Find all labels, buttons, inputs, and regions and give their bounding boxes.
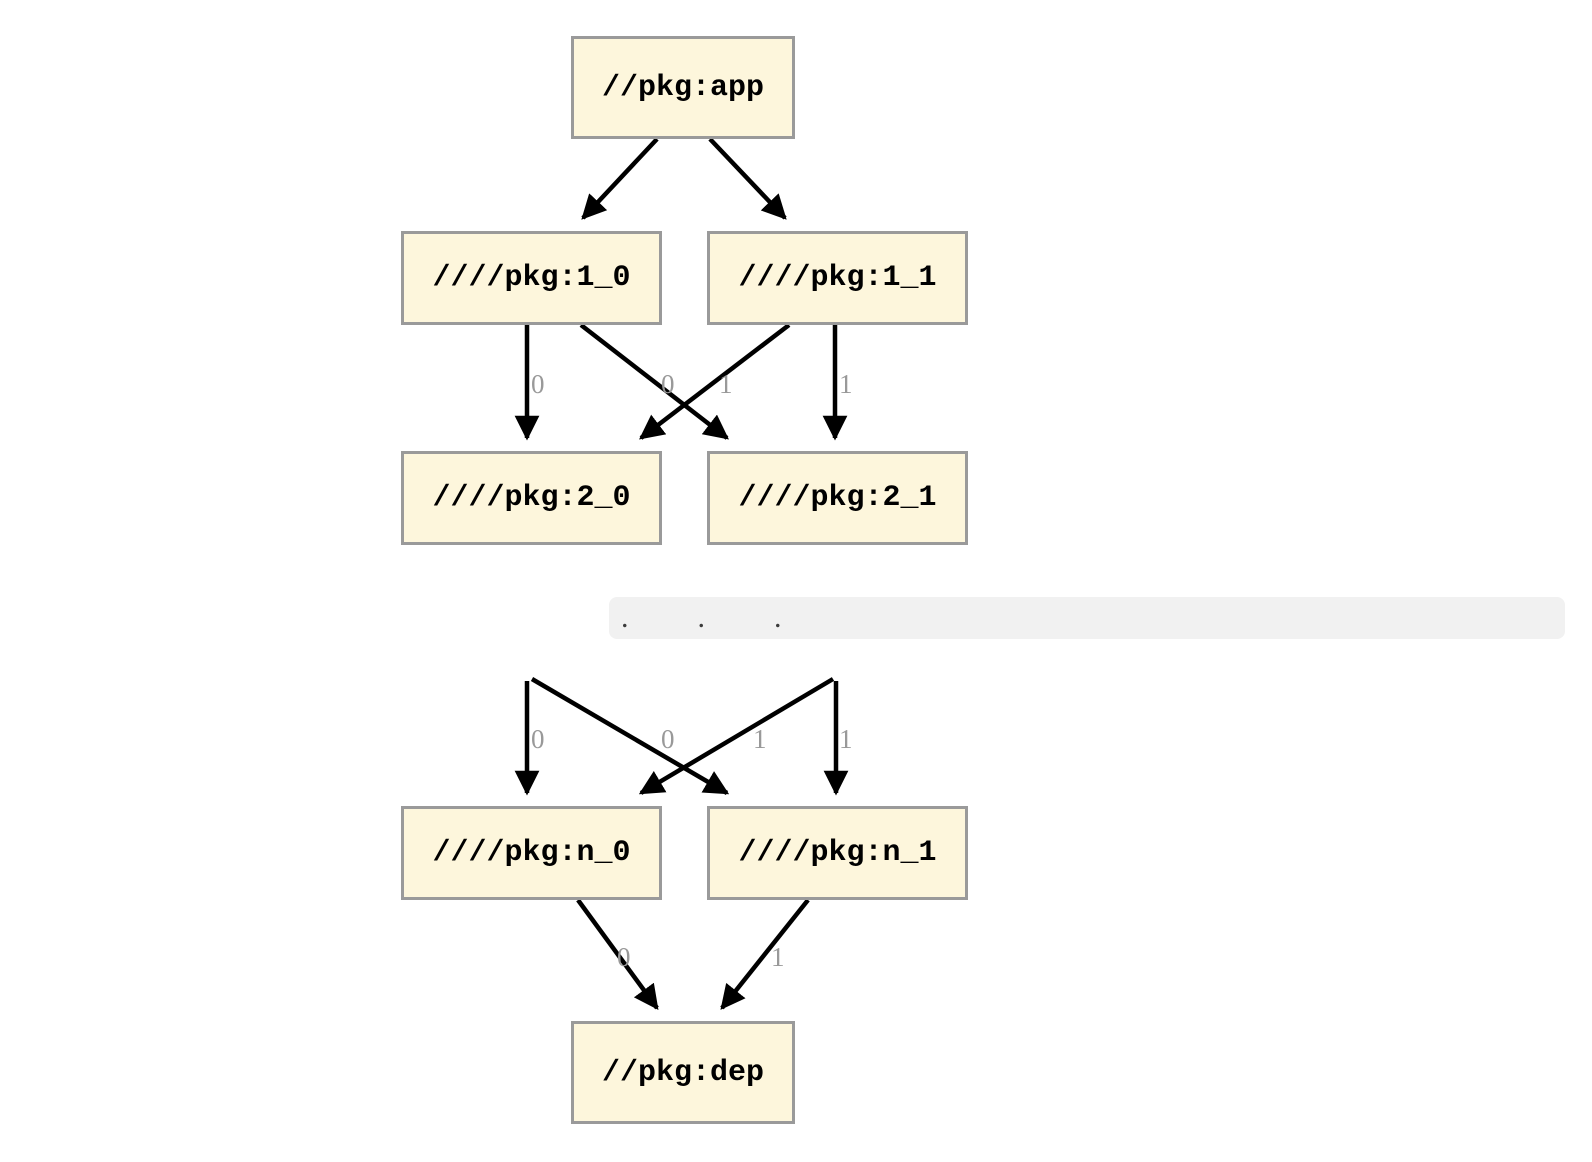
elision-band: . . . (609, 597, 1565, 639)
edge-label-1_0-2_1: 0 (661, 369, 675, 399)
edge-upper-to-n_1-cross (530, 677, 730, 795)
edge-label-upper-n_1-cross: 0 (661, 724, 675, 754)
edge-label-n_1-dep: 1 (771, 942, 785, 972)
node-pkg-1-0[interactable]: ////pkg:1_0 (401, 231, 662, 325)
node-pkg-n-1[interactable]: ////pkg:n_1 (707, 806, 968, 900)
edge-label-1_0-2_0: 0 (531, 369, 545, 399)
node-label: ////pkg:2_1 (738, 481, 937, 515)
node-label: ////pkg:n_0 (432, 836, 631, 870)
node-label: ////pkg:n_1 (738, 836, 937, 870)
node-label: ////pkg:2_0 (432, 481, 631, 515)
node-pkg-app[interactable]: //pkg:app (571, 36, 795, 139)
node-pkg-dep[interactable]: //pkg:dep (571, 1021, 795, 1124)
node-label: //pkg:dep (601, 1055, 765, 1090)
node-pkg-1-1[interactable]: ////pkg:1_1 (707, 231, 968, 325)
node-label: ////pkg:1_0 (432, 261, 631, 295)
node-label: ////pkg:1_1 (738, 261, 937, 295)
node-pkg-2-0[interactable]: ////pkg:2_0 (401, 451, 662, 545)
edge-1_0-to-2_1 (579, 323, 729, 440)
edge-label-upper-n_0-cross: 1 (753, 724, 767, 754)
edge-label-upper-n_1: 1 (839, 724, 853, 754)
edge-label-n_0-dep: 0 (617, 942, 631, 972)
node-pkg-2-1[interactable]: ////pkg:2_1 (707, 451, 968, 545)
edge-n_1-to-dep (720, 898, 810, 1010)
edge-app-to-1_0 (581, 137, 659, 220)
edge-label-1_1-2_0: 1 (719, 369, 733, 399)
edge-label-1_1-2_1: 1 (839, 369, 853, 399)
ellipsis-dots: . . . (621, 601, 800, 634)
node-pkg-n-0[interactable]: ////pkg:n_0 (401, 806, 662, 900)
edge-app-to-1_1 (708, 137, 787, 220)
node-label: //pkg:app (601, 70, 765, 105)
edge-label-upper-n_0: 0 (531, 724, 545, 754)
